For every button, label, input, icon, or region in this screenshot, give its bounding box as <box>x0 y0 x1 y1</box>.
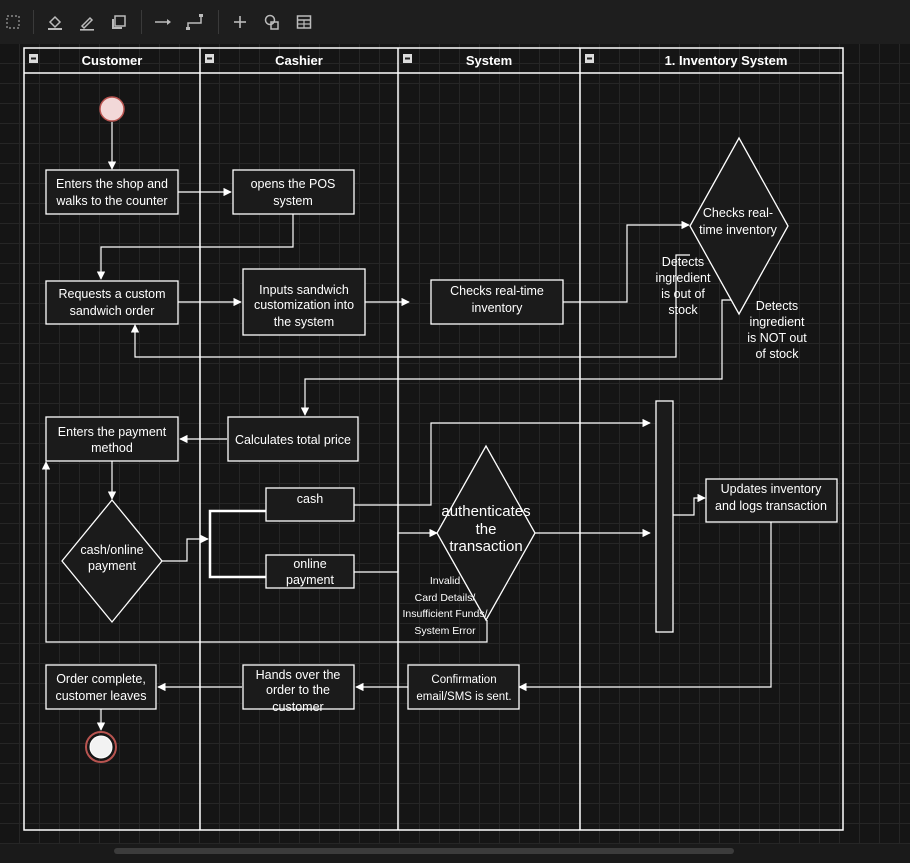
node-label-line: Enters the shop and <box>56 177 168 191</box>
node-cash[interactable]: cash <box>265 487 355 522</box>
edge-label-line: System Error <box>414 625 476 637</box>
edge-label-line: Detects <box>662 255 704 269</box>
edge-label-line: Invalid <box>430 575 461 587</box>
edge-label-line: is out of <box>661 287 705 301</box>
shadow-icon[interactable] <box>108 11 130 33</box>
lane-header-system[interactable]: System <box>403 53 512 68</box>
node-label-line: Checks real-time <box>450 284 544 298</box>
node-checks-inventory[interactable]: Checks real-time inventory <box>430 279 564 325</box>
edge-label-line: of stock <box>755 347 799 361</box>
decision-checks-inventory[interactable]: Checks real- time inventory <box>689 136 789 316</box>
node-label-line: payment <box>286 573 334 587</box>
node-label-line: method <box>91 441 133 455</box>
node-label-line: and logs transaction <box>715 499 827 513</box>
node-opens-pos[interactable]: opens the POS system <box>232 169 355 215</box>
connectors <box>41 122 772 731</box>
join-bar[interactable] <box>655 400 674 633</box>
edge-label-line: Insufficient Funds/ <box>402 608 487 620</box>
label-invalid-error: Invalid Card Details/ Insufficient Funds… <box>402 575 487 637</box>
payment-fork-bracket <box>208 509 266 579</box>
node-label-line: the system <box>274 315 334 329</box>
end-node[interactable] <box>85 731 117 763</box>
lane-header-inventory-system[interactable]: 1. Inventory System <box>585 53 787 68</box>
node-label-line: Order complete, <box>56 672 146 686</box>
node-label-line: Requests a custom <box>59 287 166 301</box>
horizontal-scrollbar[interactable] <box>0 844 910 863</box>
activity-diagram: Customer Cashier System 1. Inventory Sys… <box>23 47 844 831</box>
lane-header-cashier[interactable]: Cashier <box>205 53 323 68</box>
edge-label-line: ingredient <box>750 315 805 329</box>
fill-icon[interactable] <box>44 11 66 33</box>
decision-authenticates-transaction[interactable]: authenticates the transaction <box>436 444 536 622</box>
node-confirmation-sent[interactable]: Confirmation email/SMS is sent. <box>407 664 520 710</box>
insert-plus-icon[interactable] <box>229 11 251 33</box>
node-label-line: Updates inventory <box>721 482 823 496</box>
node-label-line: authenticates <box>441 503 530 520</box>
node-label-line: time inventory <box>699 223 778 237</box>
node-label-line: Calculates total price <box>235 433 351 447</box>
node-label-line: Enters the payment <box>58 425 167 439</box>
edge-label-line: is NOT out <box>747 331 807 345</box>
diagram-canvas[interactable]: Customer Cashier System 1. Inventory Sys… <box>0 44 910 844</box>
node-updates-inventory[interactable]: Updates inventory and logs transaction <box>705 478 838 523</box>
lane-header-customer[interactable]: Customer <box>29 53 142 68</box>
node-label-line: system <box>273 194 313 208</box>
node-label-line: customer leaves <box>55 689 146 703</box>
label-out-of-stock: Detects ingredient is out of stock <box>656 255 711 317</box>
edge-label-line: Card Details/ <box>415 592 476 604</box>
node-label-line: sandwich order <box>70 304 155 318</box>
node-label-line: opens the POS <box>251 177 336 191</box>
node-label-line: online <box>293 557 326 571</box>
shapes-icon[interactable] <box>261 11 283 33</box>
node-label-line: inventory <box>472 301 523 315</box>
label-not-out-of-stock: Detects ingredient is NOT out of stock <box>747 299 807 361</box>
edge-label-line: stock <box>668 303 698 317</box>
node-label-line: email/SMS is sent. <box>416 691 511 703</box>
lane-title: 1. Inventory System <box>665 53 788 68</box>
node-label-line: Hands over the <box>256 668 341 682</box>
node-label-line: cash <box>297 492 323 506</box>
toolbar-separator <box>141 10 142 34</box>
decision-cash-online[interactable]: cash/online payment <box>61 498 163 624</box>
connector-straight-icon[interactable] <box>152 11 174 33</box>
scrollbar-thumb[interactable] <box>114 848 734 854</box>
select-icon[interactable] <box>2 11 24 33</box>
edge-label-line: Detects <box>756 299 798 313</box>
lane-title: System <box>466 53 512 68</box>
node-order-complete[interactable]: Order complete, customer leaves <box>45 664 157 710</box>
node-enters-payment-method[interactable]: Enters the payment method <box>45 416 179 462</box>
table-icon[interactable] <box>293 11 315 33</box>
node-hands-over-order[interactable]: Hands over the order to the customer <box>242 664 355 714</box>
node-label-line: customer <box>272 700 323 714</box>
node-label-line: Checks real- <box>703 206 773 220</box>
lane-title: Cashier <box>275 53 323 68</box>
node-label-line: Confirmation <box>431 674 496 686</box>
toolbar <box>0 0 910 45</box>
node-label-line: the <box>476 521 497 538</box>
node-label-line: Inputs sandwich <box>259 283 349 297</box>
start-node[interactable] <box>99 96 125 122</box>
edge-label-line: ingredient <box>656 271 711 285</box>
connector-waypoint-icon[interactable] <box>184 11 206 33</box>
toolbar-separator <box>33 10 34 34</box>
node-label-line: customization into <box>254 298 354 312</box>
node-calculates-price[interactable]: Calculates total price <box>227 416 359 462</box>
node-requests-custom-order[interactable]: Requests a custom sandwich order <box>45 280 179 325</box>
node-label-line: walks to the counter <box>55 194 167 208</box>
lane-title: Customer <box>82 53 143 68</box>
toolbar-separator <box>218 10 219 34</box>
node-label-line: payment <box>88 559 136 573</box>
node-label-line: cash/online <box>80 543 143 557</box>
line-color-icon[interactable] <box>76 11 98 33</box>
node-label-line: order to the <box>266 683 330 697</box>
node-label-line: transaction <box>449 538 522 555</box>
node-online-payment[interactable]: online payment <box>265 554 355 589</box>
node-enters-shop[interactable]: Enters the shop and walks to the counter <box>45 169 179 215</box>
node-inputs-customization[interactable]: Inputs sandwich customization into the s… <box>242 268 366 336</box>
